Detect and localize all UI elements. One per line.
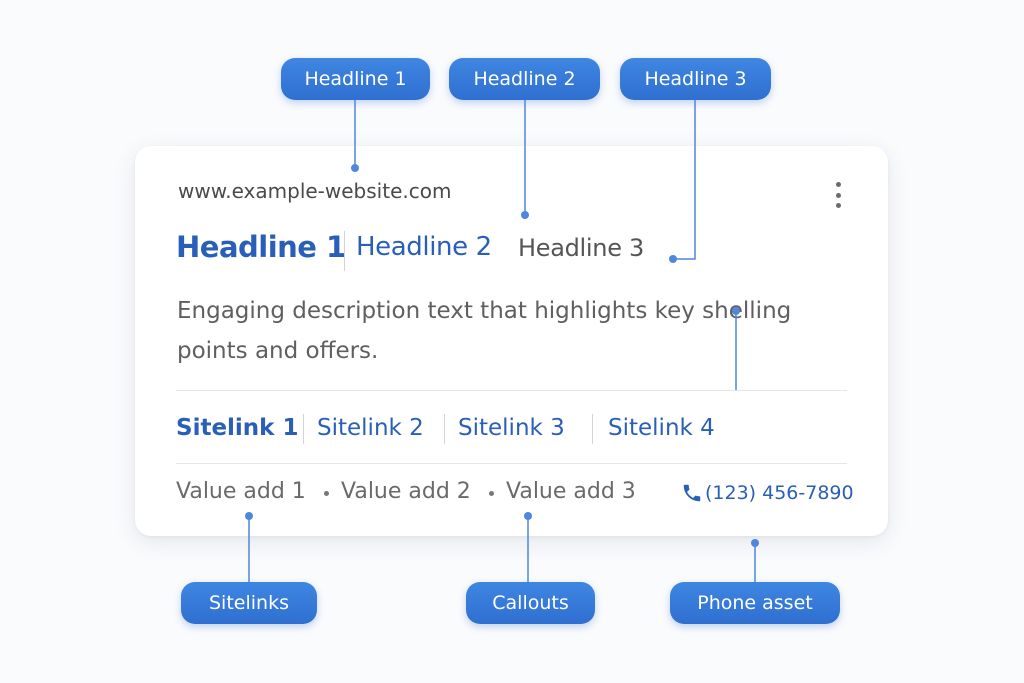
sitelink-2[interactable]: Sitelink 2 xyxy=(317,415,424,441)
description-line-2: points and offers. xyxy=(177,338,379,364)
headline-separator xyxy=(344,231,345,271)
phone-asset-label: Phone asset xyxy=(670,582,840,624)
phone-extension[interactable]: (123) 456-7890 xyxy=(681,482,854,504)
callout-bullet xyxy=(489,491,494,496)
ad-description: Engaging description text that highlight… xyxy=(177,291,817,371)
sitelinks-row: Sitelink 1 Sitelink 2 Sitelink 3 Sitelin… xyxy=(176,408,816,448)
callout-1: Value add 1 xyxy=(176,479,306,504)
callout-2: Value add 2 xyxy=(341,479,471,504)
sitelink-separator xyxy=(303,414,304,444)
ad-headline-2[interactable]: Headline 2 xyxy=(356,232,492,262)
ad-headline-1[interactable]: Headline 1 xyxy=(176,230,346,264)
callout-3: Value add 3 xyxy=(506,479,636,504)
sitelink-1[interactable]: Sitelink 1 xyxy=(176,415,299,441)
sitelink-separator xyxy=(592,414,593,444)
divider-top xyxy=(176,390,847,391)
headline-3-label: Headline 3 xyxy=(620,58,771,100)
ad-headline-3[interactable]: Headline 3 xyxy=(518,234,644,262)
phone-icon xyxy=(683,484,701,502)
sitelink-4[interactable]: Sitelink 4 xyxy=(608,415,715,441)
connector-dot xyxy=(751,539,759,547)
description-line-1: Engaging description text that highlight… xyxy=(177,298,792,324)
kebab-menu-icon[interactable] xyxy=(832,182,844,208)
callouts-label: Callouts xyxy=(466,582,595,624)
ad-card: www.example-website.com Headline 1 Headl… xyxy=(135,146,888,536)
phone-number[interactable]: (123) 456-7890 xyxy=(705,482,854,504)
sitelink-separator xyxy=(444,414,445,444)
sitelink-3[interactable]: Sitelink 3 xyxy=(458,415,565,441)
sitelinks-label: Sitelinks xyxy=(181,582,317,624)
headline-1-label: Headline 1 xyxy=(281,58,430,100)
callout-bullet xyxy=(324,491,329,496)
headline-2-label: Headline 2 xyxy=(449,58,600,100)
divider-bottom xyxy=(176,463,847,464)
display-url[interactable]: www.example-website.com xyxy=(178,179,452,203)
